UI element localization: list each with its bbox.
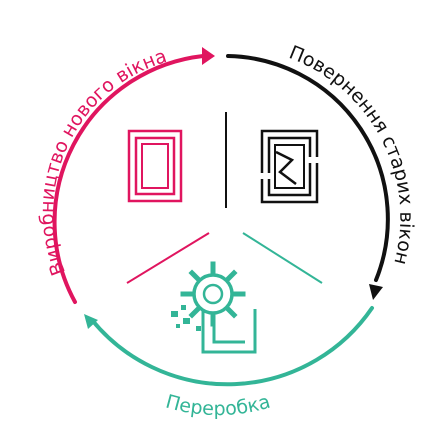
- broken-window-icon: [260, 129, 319, 204]
- production-label: Виробництво нового вікна: [36, 45, 169, 278]
- recycling-gear-icon: [171, 261, 257, 354]
- recycling-arrowhead: [84, 314, 98, 329]
- return-arrowhead: [369, 284, 383, 300]
- recycling-arc: [90, 306, 374, 387]
- divider-right: [242, 232, 323, 284]
- production-arc: [52, 54, 205, 304]
- divider-left: [126, 232, 210, 284]
- production-arrowhead: [202, 47, 215, 65]
- return-arc: [226, 54, 390, 282]
- recycling-label: Переробка: [163, 391, 272, 420]
- new-window-icon: [127, 129, 183, 203]
